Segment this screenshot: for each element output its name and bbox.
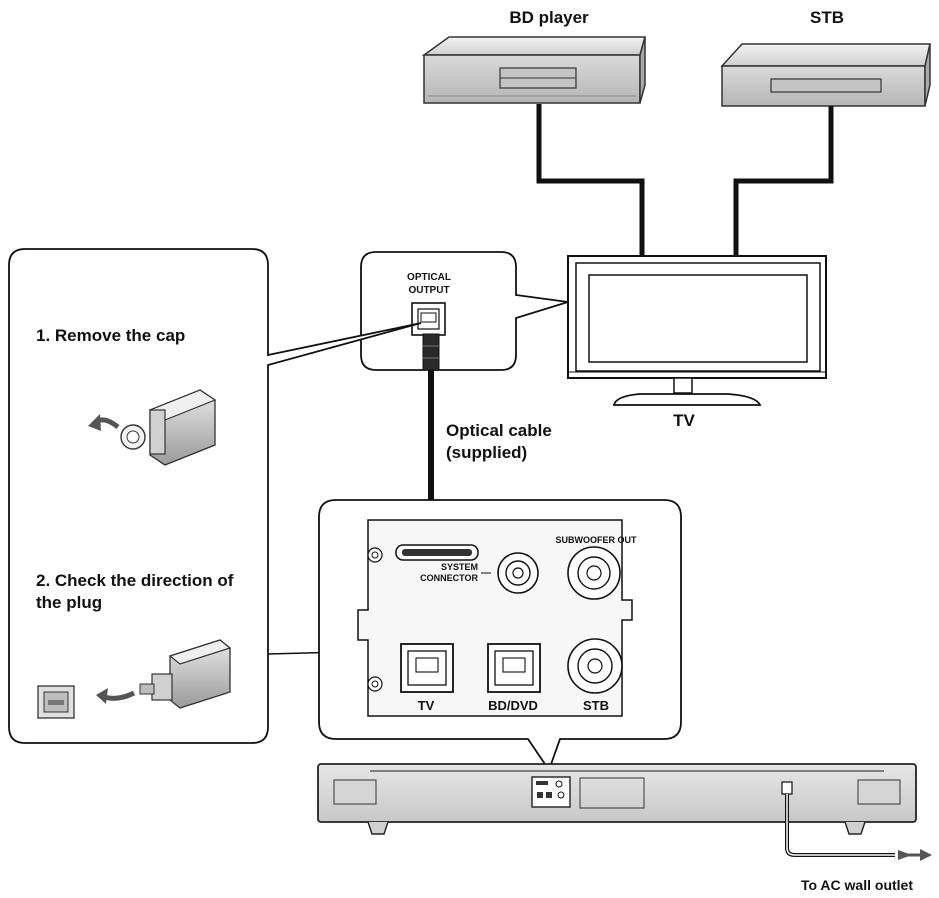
- bd-player-device: [421, 36, 646, 104]
- input-stb-label: STB: [583, 698, 609, 713]
- tv-device: [567, 255, 827, 406]
- bd-player-label: BD player: [509, 8, 589, 27]
- bd-dvd-optical-input: [487, 643, 541, 693]
- stb-label: STB: [810, 8, 844, 27]
- stb-coaxial-input: [567, 638, 623, 694]
- subwoofer-out-jack: [567, 546, 621, 600]
- stb-to-tv-cable: [733, 106, 834, 256]
- tv-optical-callout: OPTICAL OUTPUT: [360, 251, 569, 371]
- step-1-label: 1. Remove the cap: [36, 326, 185, 345]
- input-bd-dvd-label: BD/DVD: [488, 698, 538, 713]
- system-connector-label: SYSTEM: [441, 562, 478, 572]
- optical-cable-note: (supplied): [446, 443, 527, 462]
- ac-inlet: [781, 781, 793, 795]
- optical-cable-label: Optical cable: [446, 421, 552, 440]
- input-tv-label: TV: [418, 698, 435, 713]
- tv-optical-input: [400, 643, 454, 693]
- cap-removal-illustration: [88, 389, 217, 466]
- system-rca-jack: [497, 552, 539, 594]
- plug-direction-illustration: [37, 639, 232, 719]
- stb-device: [720, 43, 931, 107]
- subwoofer-out-label: SUBWOOFER OUT: [556, 535, 637, 545]
- output-label: OUTPUT: [408, 285, 449, 296]
- sound-bar: [317, 763, 917, 835]
- bd-to-tv-cable: [536, 104, 645, 256]
- system-connector-label-2: CONNECTOR: [420, 573, 478, 583]
- step-2-label-line2: the plug: [36, 593, 102, 612]
- tv-label: TV: [673, 411, 695, 430]
- ac-outlet-label: To AC wall outlet: [801, 877, 913, 893]
- step-2-label-line1: 2. Check the direction of: [36, 571, 234, 590]
- instruction-callout-panel: [8, 248, 422, 744]
- optical-label: OPTICAL: [407, 272, 451, 283]
